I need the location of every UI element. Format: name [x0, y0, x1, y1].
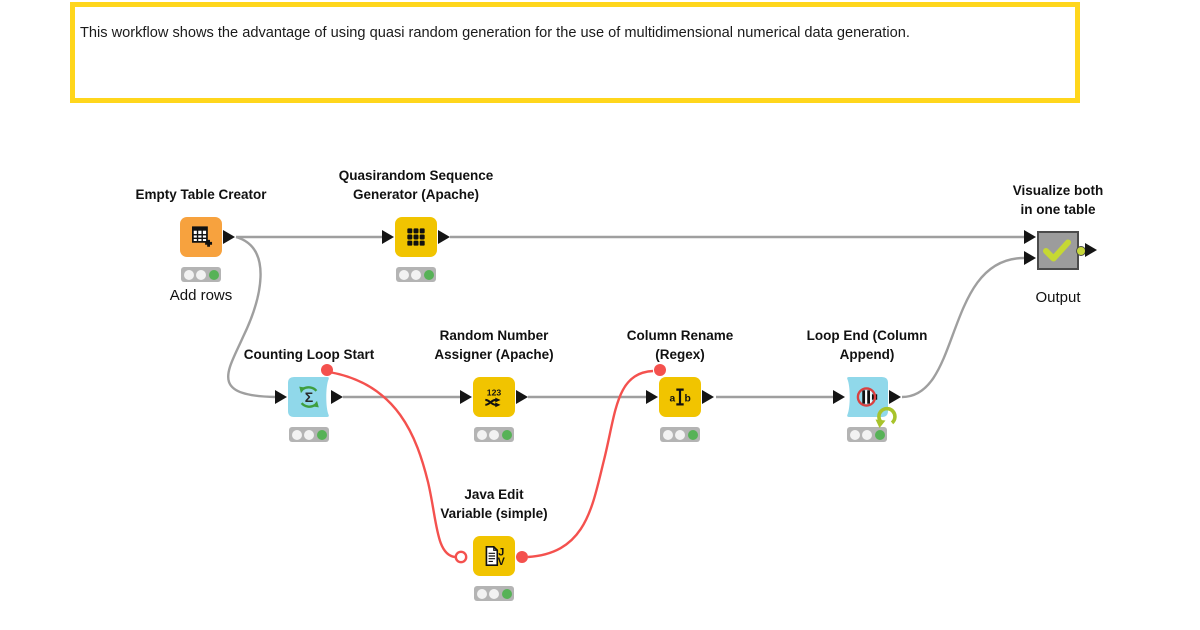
node-comment[interactable]: Output [1035, 289, 1081, 306]
svg-text:a: a [670, 393, 676, 404]
flow-connection-loopstart-to-java[interactable] [328, 370, 456, 559]
input-port[interactable] [833, 390, 845, 404]
node-empty-table-creator[interactable]: Empty Table Creator Add rows [135, 187, 266, 304]
node-body[interactable]: a b [659, 377, 701, 417]
output-port[interactable] [438, 230, 450, 244]
output-port[interactable] [516, 390, 528, 404]
annotation-text: This workflow shows the advantage of usi… [80, 25, 910, 41]
input-port[interactable] [460, 390, 472, 404]
output-port[interactable] [889, 390, 901, 404]
status-traffic-light [289, 427, 329, 442]
flow-input-port-rename[interactable] [654, 364, 666, 376]
node-counting-loop-start[interactable]: Counting Loop Start Σ [244, 347, 374, 442]
status-traffic-light [396, 267, 436, 282]
connection-loopend-to-visualize[interactable] [901, 256, 1025, 399]
node-body[interactable] [395, 217, 437, 257]
node-label: Column Rename(Regex) [626, 328, 734, 362]
output-port[interactable] [702, 390, 714, 404]
svg-text:J: J [498, 546, 504, 558]
svg-text:V: V [498, 556, 506, 568]
svg-text:b: b [684, 393, 690, 404]
table-add-icon [192, 226, 213, 247]
loop-refresh-icon [875, 406, 897, 428]
output-port[interactable] [331, 390, 343, 404]
workflow-annotation[interactable]: This workflow shows the advantage of usi… [70, 2, 1080, 103]
status-traffic-light [660, 427, 700, 442]
status-traffic-light [181, 267, 221, 282]
random-numbers-icon: 123 [485, 387, 502, 408]
node-body[interactable] [180, 217, 222, 257]
node-label: Empty Table Creator [135, 187, 267, 202]
flow-output-port-loopstart[interactable] [321, 364, 333, 376]
node-body[interactable]: 123 [473, 377, 515, 417]
java-document-icon: J V [485, 545, 506, 568]
node-body[interactable]: J V [473, 536, 515, 576]
input-port-top[interactable] [1024, 230, 1036, 244]
connection-table-to-loopstart[interactable] [227, 235, 277, 399]
flow-connection-java-to-rename[interactable] [527, 369, 654, 559]
input-port[interactable] [646, 390, 658, 404]
column-append-icon [856, 387, 878, 407]
status-traffic-light [474, 427, 514, 442]
node-comment[interactable]: Add rows [169, 287, 233, 304]
svg-text:Σ: Σ [305, 389, 314, 405]
status-traffic-light [847, 427, 887, 442]
output-port[interactable] [223, 230, 235, 244]
rename-cursor-icon: a b [670, 388, 691, 406]
input-port-bottom[interactable] [1024, 251, 1036, 265]
input-port[interactable] [275, 390, 287, 404]
flow-output-port-java[interactable] [516, 551, 528, 563]
node-column-rename-regex[interactable]: Column Rename(Regex) a b [627, 328, 733, 442]
sigma-loop-icon: Σ [299, 386, 319, 408]
dot-grid-icon [407, 228, 425, 246]
node-label: Counting Loop Start [243, 347, 375, 362]
status-traffic-light [474, 586, 514, 601]
node-body[interactable] [1037, 231, 1079, 270]
node-body[interactable]: Σ [288, 377, 330, 417]
svg-text:123: 123 [487, 387, 502, 397]
node-body[interactable] [846, 377, 888, 417]
output-port[interactable] [1085, 243, 1097, 257]
input-port[interactable] [382, 230, 394, 244]
checkmark-icon [1043, 239, 1071, 262]
flow-input-port-java[interactable] [454, 550, 468, 564]
